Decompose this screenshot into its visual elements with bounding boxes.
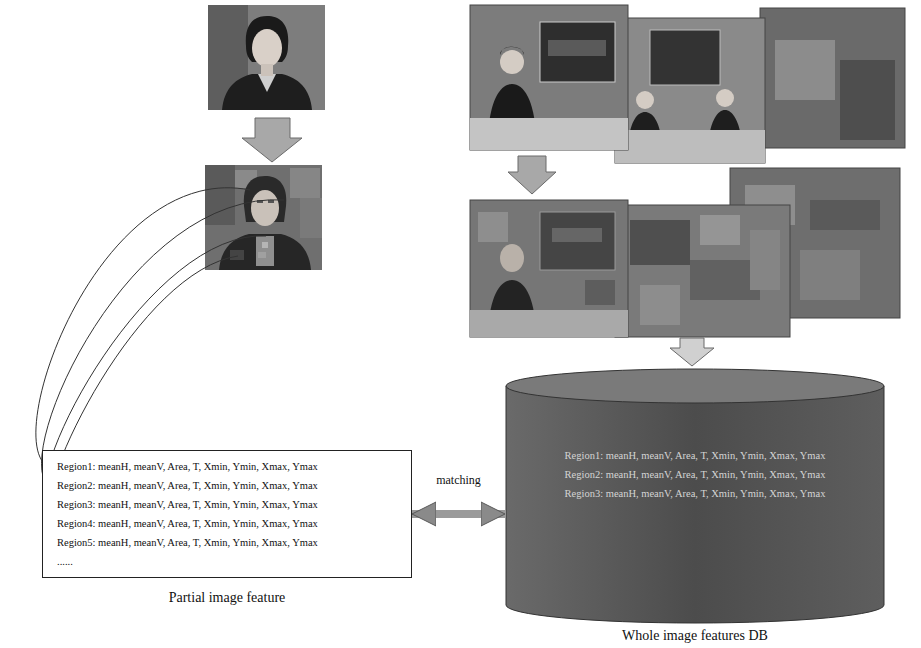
matching-arrow — [412, 510, 505, 518]
segment — [540, 212, 615, 270]
segment — [262, 242, 268, 248]
feature-row: Region2: meanH, meanV, Area, T, Xmin, Ym… — [57, 476, 318, 495]
segment — [585, 280, 615, 305]
scene — [775, 40, 835, 100]
segment-face — [500, 244, 524, 272]
leader-line — [36, 188, 250, 467]
db-feature-row: Region3: meanH, meanV, Area, T, Xmin, Ym… — [565, 484, 826, 503]
segment — [258, 252, 266, 258]
db-feature-row: Region1: meanH, meanV, Area, T, Xmin, Ym… — [565, 446, 826, 465]
segmented-photo — [205, 165, 322, 270]
frame — [615, 18, 765, 163]
desk — [470, 118, 628, 150]
segment — [300, 198, 322, 238]
database-cylinder: Region1: meanH, meanV, Area, T, Xmin, Ym… — [505, 368, 885, 624]
studio-screen — [650, 30, 720, 85]
caption-label: Whole image features DB — [622, 628, 768, 644]
scene — [840, 60, 895, 140]
segment — [810, 200, 880, 230]
segment — [700, 215, 740, 245]
desk — [615, 130, 765, 163]
news-frame — [760, 8, 905, 148]
segment — [630, 220, 690, 265]
segment — [290, 168, 320, 198]
anchor-hair — [500, 47, 524, 55]
caption-label: Partial image feature — [169, 590, 286, 606]
segment — [256, 236, 274, 266]
feature-row: Region5: meanH, meanV, Area, T, Xmin, Ym… — [57, 533, 318, 552]
feature-row: ...... — [57, 552, 73, 571]
anchor-photo — [208, 5, 325, 110]
photo-ground — [205, 165, 322, 270]
screen-logo — [548, 40, 606, 56]
face — [252, 29, 282, 67]
flow-arrow — [242, 118, 302, 162]
segment — [800, 250, 860, 300]
feature-row: Region1: meanH, meanV, Area, T, Xmin, Ym… — [57, 457, 318, 476]
db-feature-row: Region2: meanH, meanV, Area, T, Xmin, Ym… — [565, 465, 826, 484]
frame — [615, 205, 790, 337]
edge-label: matching — [434, 473, 483, 487]
frame — [760, 8, 905, 148]
jacket — [222, 74, 312, 110]
segment — [268, 200, 274, 203]
segmented-frame — [470, 200, 628, 337]
cylinder-top — [506, 369, 884, 403]
segment-jacket — [219, 234, 311, 270]
segment — [470, 310, 628, 337]
anchor-head — [716, 89, 734, 107]
neck — [261, 64, 273, 76]
feature-row: Region4: meanH, meanV, Area, T, Xmin, Ym… — [57, 514, 318, 533]
segmented-frames — [470, 168, 900, 337]
segment — [750, 230, 780, 290]
news-frame — [615, 18, 765, 163]
segment — [640, 285, 680, 325]
anchor-head — [500, 50, 524, 74]
segment — [552, 228, 602, 242]
frame — [470, 200, 628, 337]
segment-face — [251, 190, 279, 226]
segment — [690, 260, 760, 300]
frame — [470, 5, 628, 150]
segment — [230, 250, 244, 260]
photo-ground — [208, 5, 325, 110]
collar — [258, 74, 276, 92]
flow-arrow — [508, 156, 556, 194]
leader-line — [41, 200, 284, 486]
studio-screen — [540, 22, 615, 82]
news-frames — [470, 5, 905, 163]
feature-table: Region1: meanH, meanV, Area, T, Xmin, Ym… — [42, 450, 412, 578]
cylinder-body — [506, 386, 884, 623]
flow-arrow — [670, 338, 714, 366]
feature-row: Region3: meanH, meanV, Area, T, Xmin, Ym… — [57, 495, 318, 514]
segmented-frame — [615, 205, 790, 337]
anchor-head — [636, 91, 654, 109]
news-frame — [470, 5, 628, 150]
segment — [478, 212, 508, 242]
